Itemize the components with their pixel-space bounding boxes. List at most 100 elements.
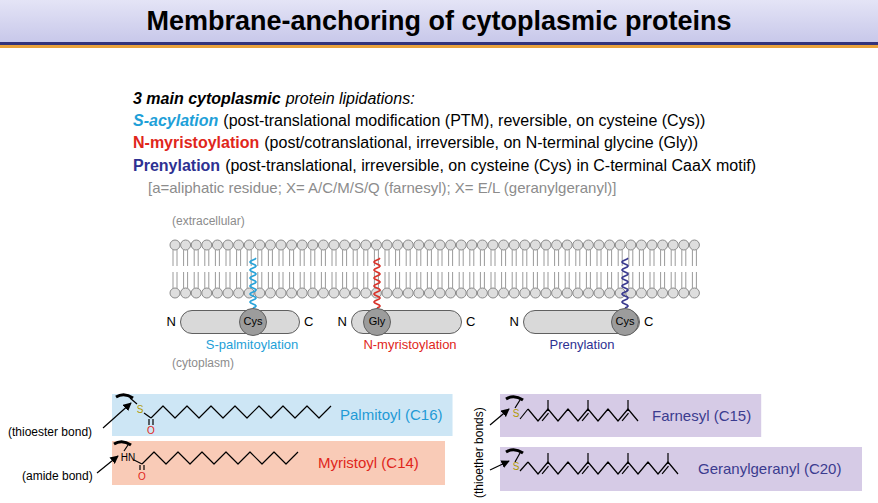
lipid-tail	[681, 272, 682, 288]
lipid-tail	[325, 250, 326, 266]
bond	[587, 453, 588, 462]
lipid-tail	[512, 272, 513, 288]
lipid-tail	[643, 250, 644, 266]
lipid-tail	[526, 272, 527, 288]
lipid-tail	[240, 272, 241, 288]
lipid-tail	[491, 250, 492, 266]
lipid-tail	[173, 250, 174, 266]
lipid-head	[414, 288, 424, 298]
lipid-head	[435, 288, 445, 298]
lipid-head	[668, 240, 678, 250]
motif-note: [a=aliphatic residue; X= A/C/M/S/Q (farn…	[148, 179, 616, 197]
lipid-tail	[463, 272, 464, 288]
residue-label: Cys	[616, 315, 635, 328]
lipid-tail	[198, 250, 199, 266]
lipid-tail	[261, 272, 262, 288]
bond	[139, 465, 140, 470]
lipid-tail	[575, 250, 576, 266]
bond-callout: (thioester bond)	[8, 425, 92, 439]
lipid-tail	[650, 272, 651, 288]
lipid-tail	[416, 250, 417, 266]
lipid-head	[552, 240, 562, 250]
side-label: (extracellular)	[172, 214, 245, 228]
bond	[520, 462, 528, 471]
lipid-tail	[431, 272, 432, 288]
lipid-tail	[427, 272, 428, 288]
callout-arrow	[103, 403, 131, 428]
lipid-tail	[448, 272, 449, 288]
lipid-tail	[601, 272, 602, 288]
structure-box: Myristoyl (C14)	[112, 441, 445, 485]
bond-callout: (amide bond)	[22, 469, 93, 483]
lipid-tail	[183, 250, 184, 266]
lipid-tail	[452, 272, 453, 288]
lipid-head	[647, 288, 657, 298]
lipid-head	[456, 240, 466, 250]
lipid-tail	[505, 272, 506, 288]
bond	[148, 419, 149, 425]
lipid-tail	[247, 250, 248, 266]
lipid-head	[668, 288, 678, 298]
lipid-head	[488, 240, 498, 250]
callout-arrow	[490, 461, 509, 470]
structure-name: Palmitoyl (C16)	[340, 406, 443, 424]
lipid-head	[605, 288, 615, 298]
atom-label: S	[137, 404, 144, 416]
lipid-tail	[226, 272, 227, 288]
lipid-head	[583, 288, 593, 298]
lipid-head	[583, 240, 593, 250]
lipid-head	[181, 240, 191, 250]
lipid-head	[573, 288, 583, 298]
bond	[622, 413, 628, 421]
lipid-tail	[469, 250, 470, 266]
lipid-head	[594, 240, 604, 250]
lipid-tail	[469, 272, 470, 288]
modification-note: (post-translational modification (PTM), …	[223, 111, 705, 130]
lipid-head	[647, 240, 657, 250]
protein-body: CysNC	[523, 310, 640, 334]
lipid-tail	[363, 250, 364, 266]
bond	[622, 466, 628, 474]
protein-body: GlyNC	[351, 310, 462, 334]
lipid-tail	[406, 272, 407, 288]
lipid-tail	[505, 250, 506, 266]
lipid-tail	[240, 250, 241, 266]
lipid-tail	[215, 272, 216, 288]
lipid-tail	[395, 272, 396, 288]
lipid-head	[393, 288, 403, 298]
lipid-head	[414, 240, 424, 250]
lipid-tail	[363, 272, 364, 288]
structure-box: Palmitoyl (C16)	[112, 394, 453, 436]
lipid-tail	[643, 272, 644, 288]
lipid-tail	[208, 272, 209, 288]
lipid-tail	[268, 250, 269, 266]
lipid-tail	[537, 272, 538, 288]
lipid-head	[329, 240, 339, 250]
lipid-head	[244, 240, 254, 250]
lipid-head	[276, 240, 286, 250]
lipid-head	[509, 288, 519, 298]
bond	[662, 466, 668, 474]
lipid-tail	[491, 272, 492, 288]
lipid-tail	[247, 272, 248, 288]
lipid-tail	[194, 250, 195, 266]
lipid-head	[499, 240, 509, 250]
lipid-tail	[283, 250, 284, 266]
residue-circle: Gly	[363, 308, 391, 336]
lipid-tail	[628, 250, 629, 266]
lipid-tail	[183, 272, 184, 288]
lipid-tail	[607, 272, 608, 288]
lipid-tail	[685, 250, 686, 266]
lipid-tail	[590, 250, 591, 266]
callout-arrows	[97, 403, 509, 473]
lipid-head	[594, 288, 604, 298]
lipid-tail	[226, 250, 227, 266]
bond	[627, 453, 628, 462]
lipid-tail	[533, 250, 534, 266]
intro-heading: protein lipidations:	[286, 89, 415, 108]
lipid-tail	[230, 250, 231, 266]
lipid-head	[467, 288, 477, 298]
rule-line	[0, 45, 878, 48]
lipid-head	[350, 240, 360, 250]
lipid-head	[382, 288, 392, 298]
